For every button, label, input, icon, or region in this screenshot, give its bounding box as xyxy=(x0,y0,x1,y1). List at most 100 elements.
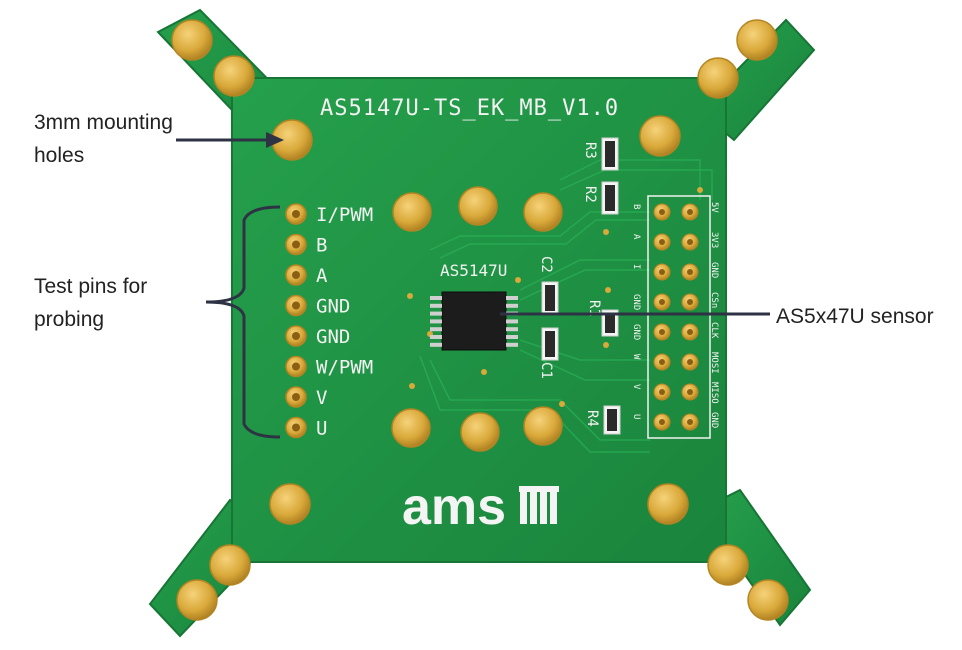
chip-footprint xyxy=(430,291,518,351)
test-pin-hole xyxy=(292,240,300,249)
chip-lead xyxy=(506,296,518,300)
test-pin-hole xyxy=(292,423,300,432)
ams-logo: ams xyxy=(402,478,506,536)
test-pin: W/PWM xyxy=(285,355,373,379)
test-pin-label: A xyxy=(316,265,328,287)
header-right-label: GND xyxy=(709,412,719,428)
component-core xyxy=(605,185,615,211)
header-left-label: W xyxy=(631,354,641,360)
chip-label: AS5147U xyxy=(440,261,507,280)
header-pin-hole xyxy=(659,239,665,245)
header-right-label: CLK xyxy=(709,322,719,339)
test-pin-label: B xyxy=(316,235,327,257)
component-r2: R2 xyxy=(582,181,619,215)
header-pin-hole xyxy=(659,359,665,365)
header-left-label: A xyxy=(631,234,641,240)
component-label: C2 xyxy=(538,256,554,273)
chip-lead xyxy=(506,303,518,308)
header-pin-hole xyxy=(659,209,665,215)
header-pin-hole xyxy=(687,389,693,395)
pcb-traces xyxy=(419,159,713,453)
chip-lead xyxy=(506,342,518,347)
test-pin: B xyxy=(285,233,327,257)
component-core xyxy=(607,409,617,431)
header-outline xyxy=(647,195,711,439)
chip-lead xyxy=(430,303,442,308)
mounting-arrow-head xyxy=(266,132,284,148)
header-pin-hole xyxy=(687,329,693,335)
header-left-label: GND xyxy=(631,294,641,310)
chip-lead xyxy=(430,311,442,316)
test-pin-hole xyxy=(292,301,300,310)
chip-body xyxy=(441,291,507,351)
test-pin-label: GND xyxy=(316,296,350,318)
component-r3: R3 xyxy=(582,137,619,171)
header-right-label: 3V3 xyxy=(709,232,719,248)
header-right-label: MOSI xyxy=(709,352,719,374)
test-pins: I/PWM BA GND GND W/PWM VU xyxy=(285,203,373,440)
test-pin: U xyxy=(285,416,327,440)
board-title: AS5147U-TS_EK_MB_V1.0 xyxy=(320,96,619,121)
test-pin: GND xyxy=(285,294,350,318)
header-pin-hole xyxy=(687,419,693,425)
header-pin-hole xyxy=(659,389,665,395)
chip-lead xyxy=(506,327,518,332)
test-pin-hole xyxy=(292,210,300,218)
sensor-callout: AS5x47U sensor xyxy=(776,300,934,333)
header-left-label: V xyxy=(631,384,641,390)
component-core xyxy=(605,313,615,333)
header-pin-hole xyxy=(659,419,665,425)
header-left-label: B xyxy=(631,204,641,209)
component-c2: C2 xyxy=(538,256,559,315)
chip-lead xyxy=(430,296,442,300)
component-label: R2 xyxy=(582,186,598,203)
test-pins-callout-line1: Test pins for xyxy=(34,275,148,298)
component-label: C1 xyxy=(538,362,554,379)
component-c1: C1 xyxy=(538,327,559,379)
component-r4: R4 xyxy=(584,405,621,435)
ams-logo-mark xyxy=(519,486,559,524)
header-right-label: GND xyxy=(709,262,719,278)
component-core xyxy=(605,141,615,167)
test-pin-label: V xyxy=(316,387,327,409)
sensor-callout-text: AS5x47U sensor xyxy=(776,305,934,328)
sensor-ring-pads xyxy=(391,186,563,452)
component-label: R3 xyxy=(582,142,598,159)
test-pins-callout: Test pins for probing xyxy=(34,270,147,336)
component-core xyxy=(545,331,555,357)
component-core xyxy=(545,285,555,311)
header-pin-hole xyxy=(687,209,693,215)
header-left-label: I xyxy=(631,264,641,269)
mounting-holes-callout: 3mm mounting holes xyxy=(34,106,173,172)
test-pin-label: GND xyxy=(316,326,350,348)
test-pin: I/PWM xyxy=(285,203,373,226)
header-left-label: GND xyxy=(631,324,641,340)
header-right-label: CSn xyxy=(709,292,719,308)
chip-lead xyxy=(430,342,442,347)
chip-lead xyxy=(430,327,442,332)
test-pin: A xyxy=(285,264,328,287)
mounting-holes xyxy=(171,19,789,621)
header-right-label: MISO xyxy=(709,382,719,404)
header-pin-hole xyxy=(659,299,665,305)
test-pin-label: U xyxy=(316,418,327,440)
test-pin-label: I/PWM xyxy=(316,204,373,226)
test-pin-hole xyxy=(292,393,300,401)
test-pin-hole xyxy=(292,332,300,340)
vias xyxy=(407,187,703,407)
mounting-callout-line1: 3mm mounting xyxy=(34,111,173,134)
chip-lead xyxy=(430,319,442,324)
mounting-callout-line2: holes xyxy=(34,144,85,167)
test-pin-hole xyxy=(292,271,300,279)
header-pin-hole xyxy=(659,269,665,275)
header-left-label: U xyxy=(631,414,641,419)
header-pin-hole xyxy=(687,359,693,365)
component-label: R4 xyxy=(584,410,600,427)
chip-lead xyxy=(506,319,518,324)
test-pins-callout-line2: probing xyxy=(34,308,105,331)
chip-lead xyxy=(506,335,518,339)
header-pin-hole xyxy=(687,239,693,245)
